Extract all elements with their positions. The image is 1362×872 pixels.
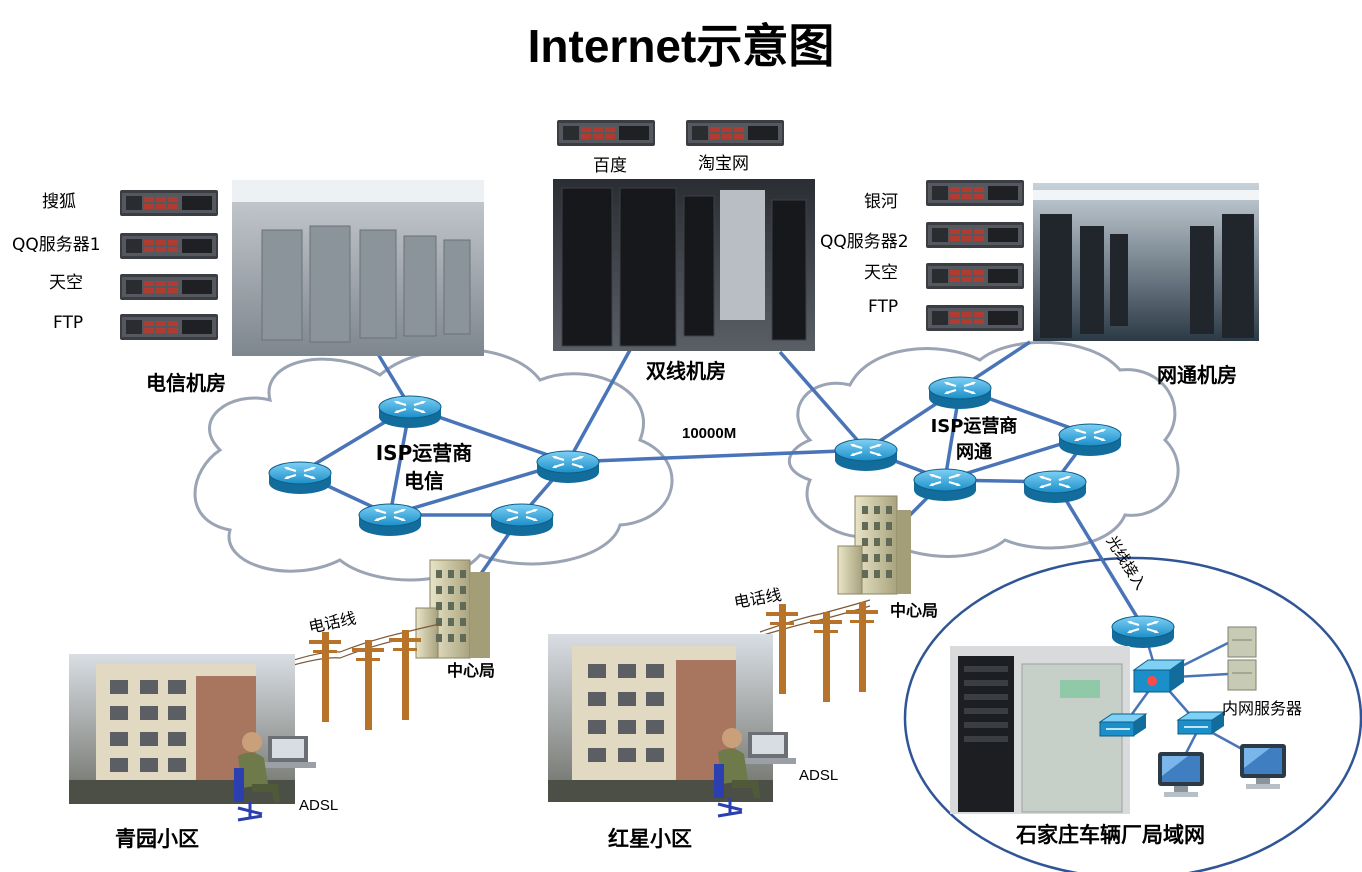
lan-equipment-photo <box>950 646 1130 814</box>
cloud-label: 电信 <box>404 469 444 493</box>
server-label: QQ服务器1 <box>12 235 101 255</box>
router-icon <box>1022 469 1088 505</box>
room-label: 电信机房 <box>146 371 226 395</box>
server-icon <box>557 120 655 146</box>
lan-label: 石家庄车辆厂局域网 <box>1015 823 1205 847</box>
netcom-room-photo <box>1033 183 1259 341</box>
server-label: FTP <box>53 313 83 333</box>
telephone-poles <box>269 599 878 730</box>
server-icon <box>120 274 218 300</box>
router-icon <box>927 375 993 411</box>
central-office-building-icon <box>415 559 490 659</box>
router-icon <box>912 467 978 503</box>
server-label: 天空 <box>864 263 898 283</box>
link-speed-label: 10000M <box>682 425 736 442</box>
router-icon <box>357 502 423 538</box>
server-label: 天空 <box>49 273 83 293</box>
phone-line-label: 电话线 <box>307 608 358 637</box>
server-label: 银河 <box>864 192 898 212</box>
dual-room-photo <box>553 179 815 351</box>
intranet-server-icon <box>1227 626 1257 691</box>
server-label: 百度 <box>593 156 627 176</box>
router-icon <box>833 437 899 473</box>
router-icon <box>377 394 443 430</box>
room-label: 网通机房 <box>1157 363 1237 387</box>
server-icon <box>926 263 1024 289</box>
router-icon <box>1110 614 1176 650</box>
router-icon <box>1057 422 1123 458</box>
router-icon <box>489 502 555 538</box>
router-icon <box>267 460 333 496</box>
community-photo <box>548 634 773 802</box>
server-label: QQ服务器2 <box>820 232 909 252</box>
router-icon <box>535 449 601 485</box>
cloud-label: 网通 <box>956 442 992 463</box>
server-label: 淘宝网 <box>698 154 749 174</box>
server-icon <box>926 305 1024 331</box>
server-icon <box>120 233 218 259</box>
adsl-label: ADSL <box>799 767 838 784</box>
telecom-room-photo <box>232 180 484 356</box>
central-office-building-icon <box>837 495 911 595</box>
community-label: 红星小区 <box>608 827 692 851</box>
page-title: Internet示意图 <box>528 20 835 72</box>
intranet-server-label: 内网服务器 <box>1222 699 1302 718</box>
server-label: 搜狐 <box>42 192 76 212</box>
server-label: FTP <box>868 297 898 317</box>
central-office-label: 中心局 <box>890 601 938 620</box>
cloud-label: ISP运营商 <box>376 441 473 465</box>
phone-line-label: 电话线 <box>732 585 783 612</box>
room-label: 双线机房 <box>646 359 726 383</box>
central-office-label: 中心局 <box>447 661 495 680</box>
server-icon <box>686 120 784 146</box>
adsl-label: ADSL <box>299 797 338 814</box>
server-icon <box>120 314 218 340</box>
cloud-label: ISP运营商 <box>931 415 1018 437</box>
server-icon <box>926 222 1024 248</box>
core-switch-icon <box>1132 659 1186 693</box>
server-icon <box>926 180 1024 206</box>
community-label: 青园小区 <box>115 827 199 851</box>
server-icon <box>120 190 218 216</box>
